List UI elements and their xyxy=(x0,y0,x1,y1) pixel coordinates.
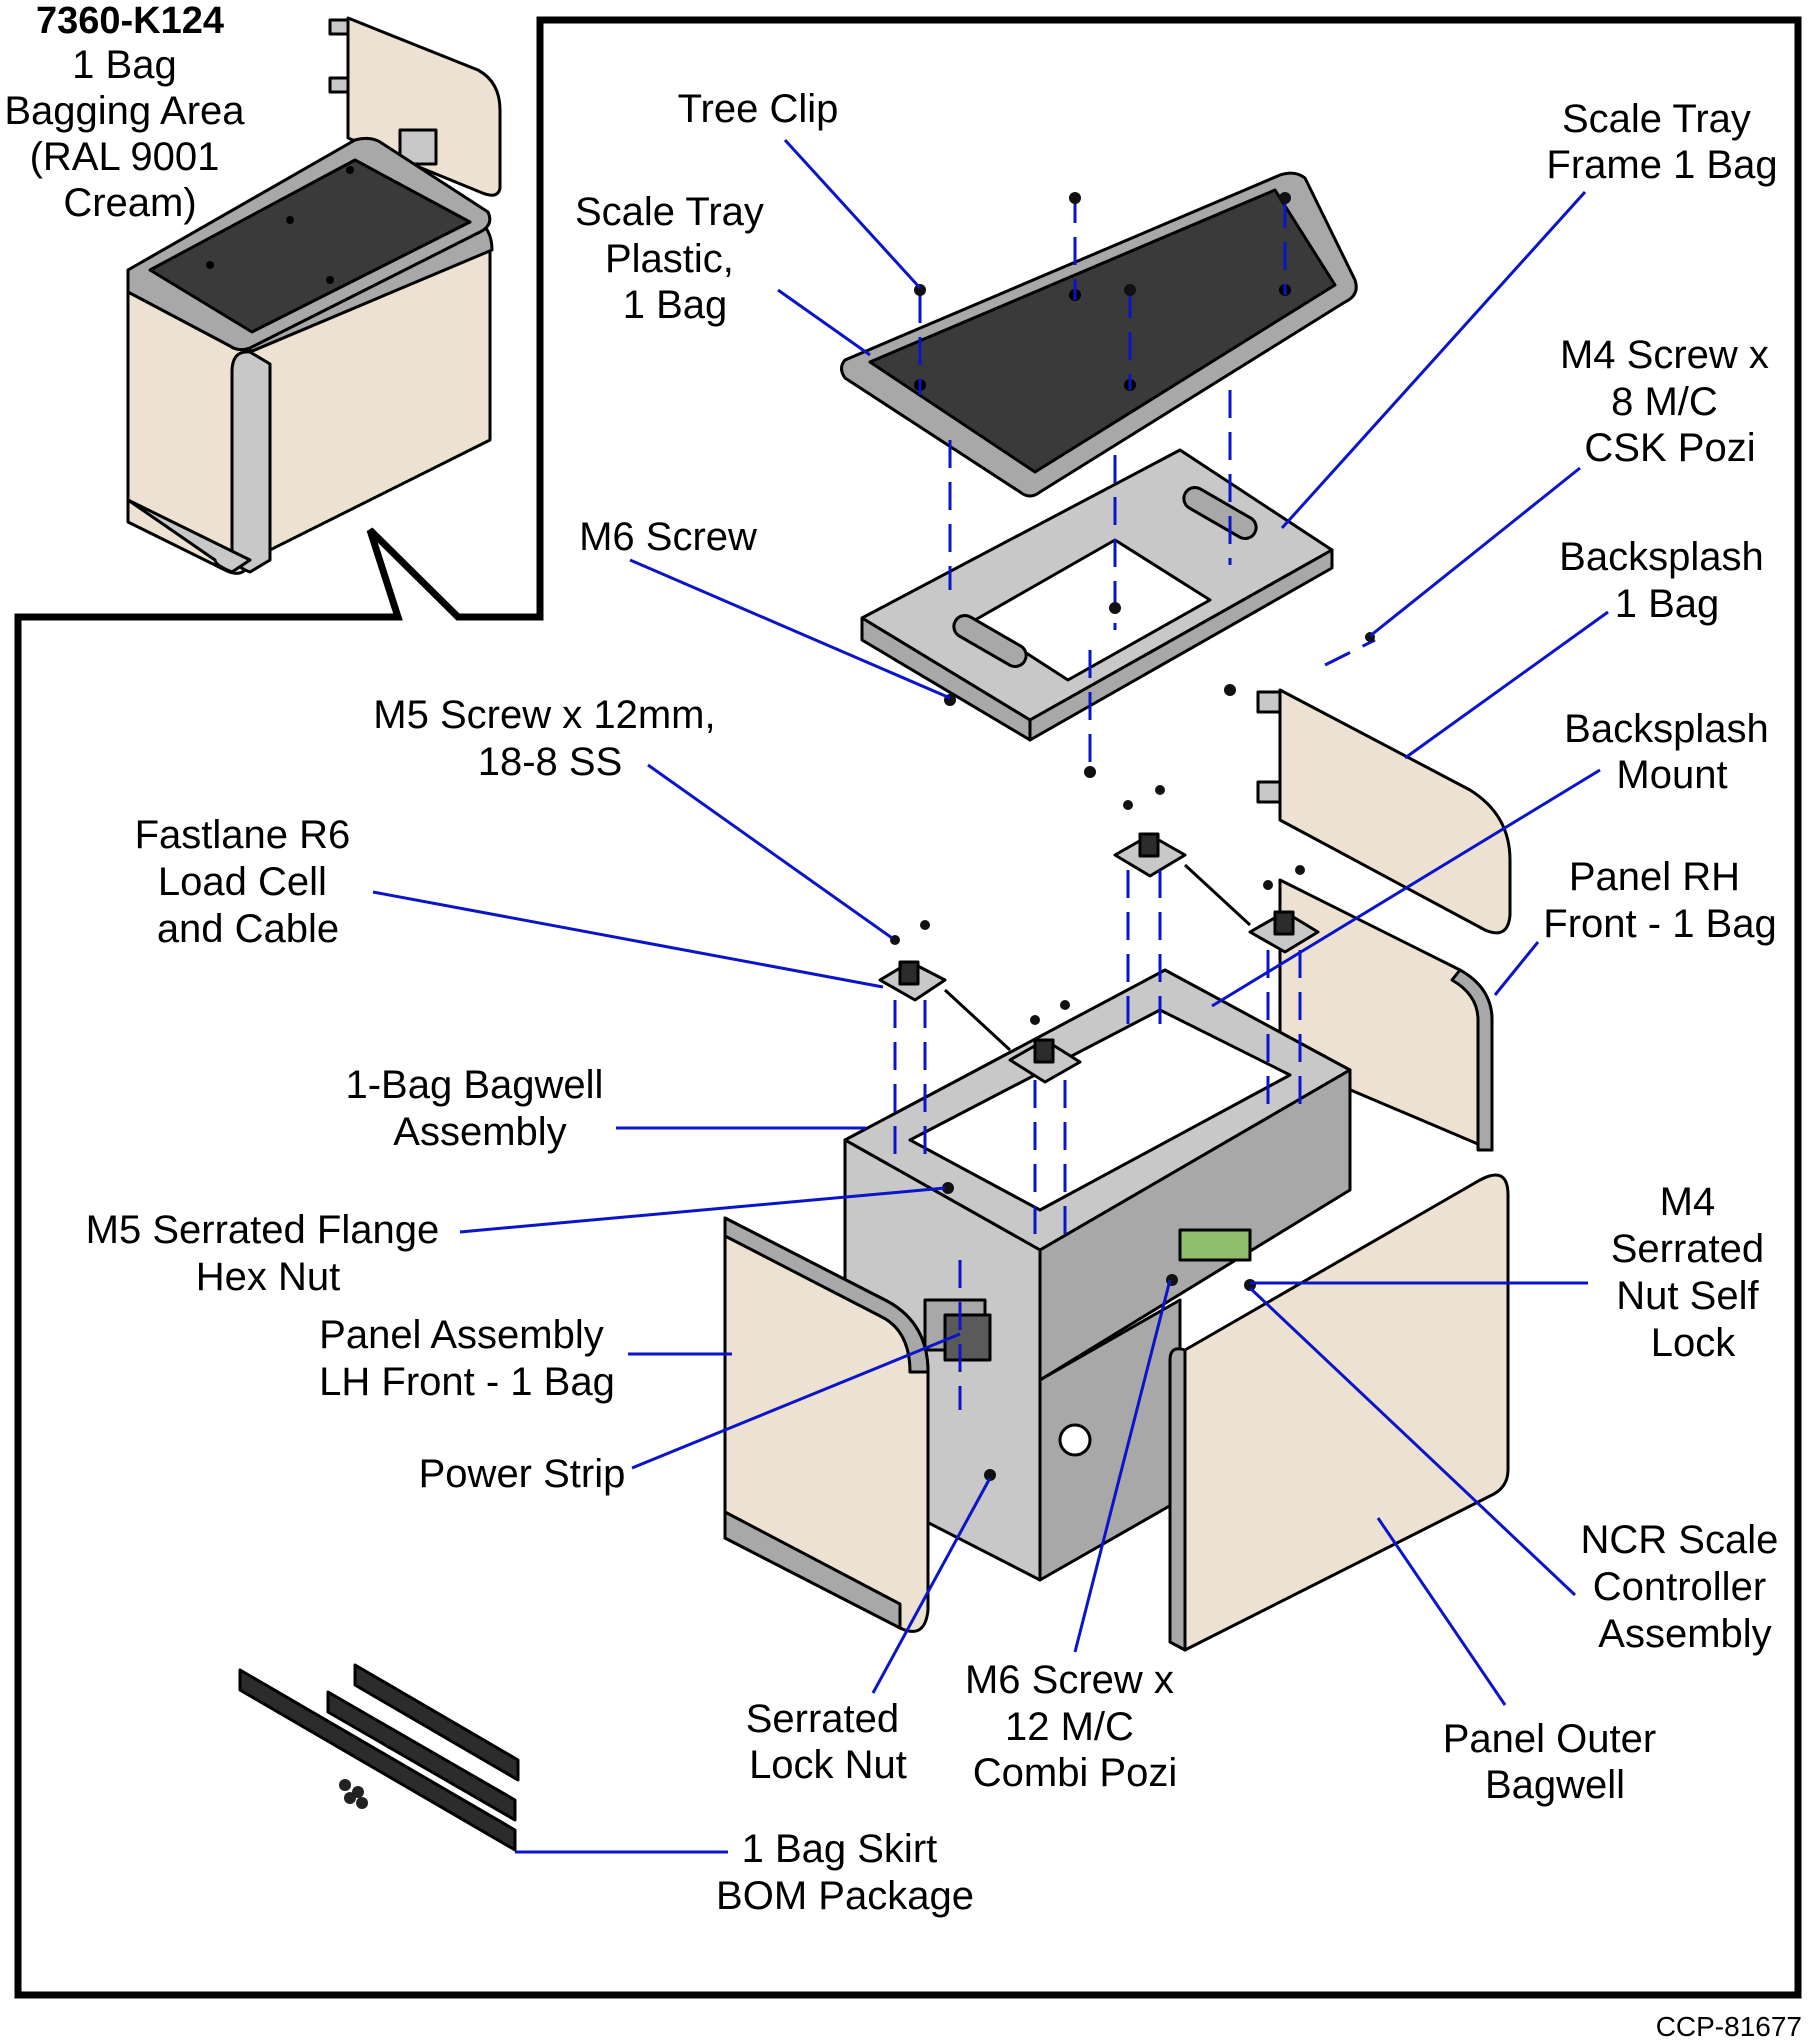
backsplash-panel xyxy=(1256,688,1512,935)
label-scale-tray-frame-line-1: Scale Tray xyxy=(1562,97,1751,141)
label-panel-lh: Panel Assembly LH Front - 1 Bag xyxy=(319,1313,615,1404)
label-serrated-lock-nut-line-2: Lock Nut xyxy=(749,1743,907,1787)
label-m4-nut-line-1: M4 xyxy=(1660,1180,1716,1224)
label-scale-tray-plastic-line-2: Plastic, xyxy=(605,237,734,281)
label-power-strip: Power Strip xyxy=(419,1452,626,1496)
label-m6-screw-12-line-1: M6 Screw x xyxy=(965,1658,1174,1702)
label-serrated-lock-nut: Serrated Lock Nut xyxy=(746,1697,911,1787)
label-scale-tray-plastic: Scale Tray Plastic, 1 Bag xyxy=(575,190,775,327)
label-backsplash: Backsplash 1 Bag xyxy=(1559,535,1775,626)
label-scale-tray-frame-line-2: Frame 1 Bag xyxy=(1546,143,1777,187)
fasteners xyxy=(890,192,1375,1481)
label-m6-screw-12-line-3: Combi Pozi xyxy=(973,1751,1178,1795)
label-load-cell: Fastlane R6 Load Cell and Cable xyxy=(135,813,362,951)
label-ncr-controller: NCR Scale Controller Assembly xyxy=(1581,1518,1790,1656)
label-backsplash-mount: Backsplash Mount xyxy=(1564,707,1780,797)
label-skirt-bom-line-1: 1 Bag Skirt xyxy=(742,1827,938,1871)
label-panel-rh: Panel RH Front - 1 Bag xyxy=(1543,855,1776,946)
label-m4-screw-line-1: M4 Screw x xyxy=(1560,333,1769,377)
diagram-frame xyxy=(14,16,1802,1999)
label-m6-screw-12: M6 Screw x 12 M/C Combi Pozi xyxy=(965,1658,1185,1795)
label-panel-outer: Panel Outer Bagwell xyxy=(1443,1717,1668,1807)
label-backsplash-mount-line-1: Backsplash xyxy=(1564,707,1769,751)
label-m5-screw: M5 Screw x 12mm, 18-8 SS xyxy=(373,693,726,784)
label-m4-nut-line-3: Nut Self xyxy=(1616,1274,1759,1318)
label-skirt-bom: 1 Bag Skirt BOM Package xyxy=(716,1827,974,1918)
label-m4-screw-line-2: 8 M/C xyxy=(1611,380,1718,424)
label-scale-tray-frame: Scale Tray Frame 1 Bag xyxy=(1546,97,1777,187)
skirt-bom-package xyxy=(238,1663,520,1852)
label-m4-screw: M4 Screw x 8 M/C CSK Pozi xyxy=(1560,333,1780,470)
label-bagwell-assembly: 1-Bag Bagwell Assembly xyxy=(345,1063,614,1154)
label-ncr-controller-line-2: Controller xyxy=(1593,1565,1766,1609)
scale-tray-frame xyxy=(860,448,1334,742)
label-serrated-lock-nut-line-1: Serrated xyxy=(746,1697,899,1741)
label-backsplash-mount-line-2: Mount xyxy=(1616,753,1727,797)
label-m6-screw-line-1: M6 Screw xyxy=(579,515,757,559)
label-panel-rh-line-2: Front - 1 Bag xyxy=(1543,902,1776,946)
label-scale-tray-plastic-line-1: Scale Tray xyxy=(575,190,764,234)
label-m4-nut-line-2: Serrated xyxy=(1611,1227,1764,1271)
label-bagwell-assembly-line-1: 1-Bag Bagwell xyxy=(345,1063,603,1107)
label-backsplash-line-1: Backsplash xyxy=(1559,535,1764,579)
panel-lh-front xyxy=(723,1216,930,1633)
inset-caption: 1 Bag Bagging Area (RAL 9001 Cream) xyxy=(4,43,255,225)
inset-title: 7360-K124 xyxy=(36,0,224,42)
label-tree-clip: Tree Clip xyxy=(678,87,839,131)
label-backsplash-line-2: 1 Bag xyxy=(1615,582,1720,626)
label-load-cell-line-1: Fastlane R6 xyxy=(135,813,351,857)
label-panel-rh-line-1: Panel RH xyxy=(1569,855,1740,899)
inset-caption-line-3: (RAL 9001 xyxy=(30,135,220,179)
label-m5-nut: M5 Serrated Flange Hex Nut xyxy=(86,1208,451,1299)
label-scale-tray-plastic-line-3: 1 Bag xyxy=(623,283,728,327)
label-ncr-controller-line-3: Assembly xyxy=(1598,1612,1771,1656)
label-m5-nut-line-2: Hex Nut xyxy=(196,1255,341,1299)
label-ncr-controller-line-1: NCR Scale xyxy=(1581,1518,1779,1562)
label-m4-screw-line-3: CSK Pozi xyxy=(1584,426,1755,470)
label-m5-screw-line-2: 18-8 SS xyxy=(478,740,623,784)
inset-assembled-unit xyxy=(126,16,502,575)
label-skirt-bom-line-2: BOM Package xyxy=(716,1874,974,1918)
label-panel-outer-line-2: Bagwell xyxy=(1485,1763,1625,1807)
label-m4-nut: M4 Serrated Nut Self Lock xyxy=(1611,1180,1776,1365)
label-m4-nut-line-4: Lock xyxy=(1651,1321,1736,1365)
inset-caption-line-4: Cream) xyxy=(63,181,196,225)
panel-outer-bagwell xyxy=(1168,1173,1510,1652)
assembly-dash-lines xyxy=(893,195,1376,1410)
label-panel-lh-line-1: Panel Assembly xyxy=(319,1313,604,1357)
label-load-cell-line-3: and Cable xyxy=(157,907,339,951)
label-m5-nut-line-1: M5 Serrated Flange xyxy=(86,1208,440,1252)
leader-lines xyxy=(372,138,1609,1854)
label-panel-lh-line-2: LH Front - 1 Bag xyxy=(319,1360,615,1404)
label-m5-screw-line-1: M5 Screw x 12mm, xyxy=(373,693,715,737)
inset-caption-line-1: 1 Bag xyxy=(72,43,177,87)
load-cells xyxy=(878,832,1320,1084)
label-m6-screw-12-line-2: 12 M/C xyxy=(1005,1705,1134,1749)
inset-caption-line-2: Bagging Area xyxy=(4,89,245,133)
label-tree-clip-line-1: Tree Clip xyxy=(678,87,839,131)
label-load-cell-line-2: Load Cell xyxy=(158,860,327,904)
label-panel-outer-line-1: Panel Outer xyxy=(1443,1717,1656,1761)
label-m6-screw: M6 Screw xyxy=(579,515,757,559)
label-power-strip-line-1: Power Strip xyxy=(419,1452,626,1496)
figure-id: CCP-81677 xyxy=(1656,2011,1802,2042)
label-bagwell-assembly-line-2: Assembly xyxy=(393,1110,566,1154)
scale-tray-plastic xyxy=(840,171,1358,498)
